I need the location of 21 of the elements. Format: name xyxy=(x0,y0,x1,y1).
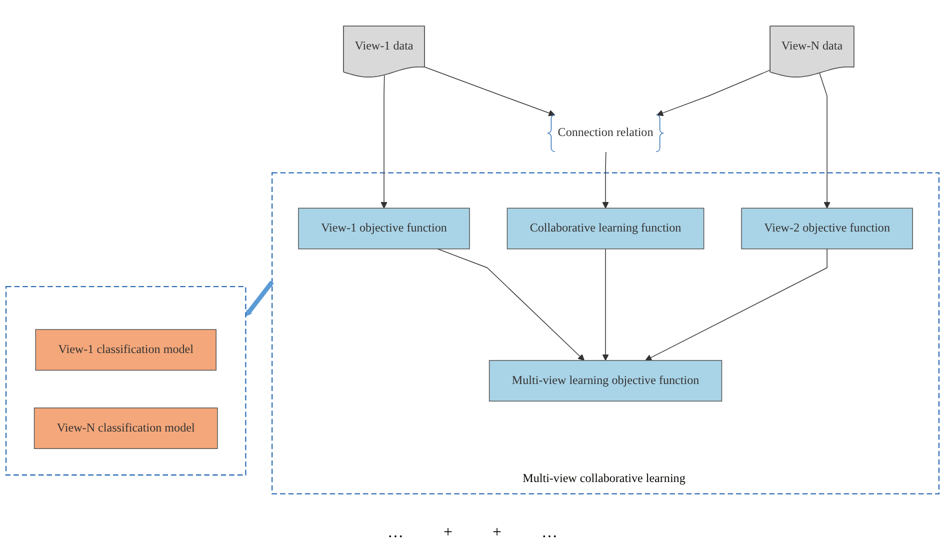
node-box: View-2 objective function xyxy=(741,208,913,250)
arrow xyxy=(819,72,830,208)
node-box: Multi-view learning objective function xyxy=(488,360,722,402)
arrow xyxy=(602,248,609,361)
arrow xyxy=(437,248,585,361)
node-box: View-1 classification model xyxy=(35,329,216,371)
node-box: View-N classification model xyxy=(34,408,218,449)
note-text: … xyxy=(387,524,404,542)
note-text: + xyxy=(492,524,502,542)
arrow xyxy=(656,70,771,116)
cluster xyxy=(5,286,246,476)
note-text: + xyxy=(443,524,452,542)
node-box: Collaborative learning function xyxy=(506,208,704,250)
arrow xyxy=(645,248,828,361)
arrow xyxy=(380,74,388,208)
arrow xyxy=(424,66,556,116)
node-text: Connection relation xyxy=(558,126,654,140)
node-box: View-1 objective function xyxy=(298,208,470,250)
arrow xyxy=(602,152,609,208)
arrow xyxy=(245,280,274,316)
note-text: … xyxy=(542,524,558,542)
